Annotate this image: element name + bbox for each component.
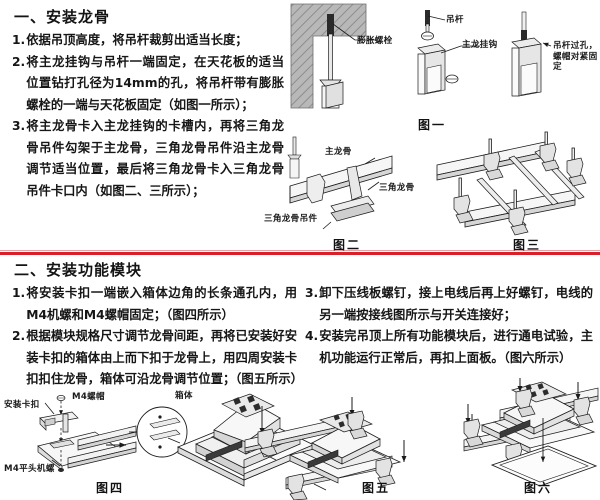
step-text: 将主龙骨卡入主龙挂钩的卡槽内，再将三角龙骨吊件勾架于主龙骨，三角龙骨吊件沿主龙骨… [26,119,284,198]
label-m4-nut: M4螺帽 [72,392,105,402]
list-item: 3. 将主龙骨卡入主龙挂钩的卡槽内，再将三角龙骨吊件勾架于主龙骨，三角龙骨吊件沿… [12,116,284,202]
section-two-steps-right: 3. 卸下压线板螺钉，接上电线后再上好螺钉，电线的另一端按接线图所示与开关连接好… [305,283,593,369]
section-two-title: 二、安装功能模块 [14,261,143,279]
figure-caption-five: 图五 [362,481,391,495]
list-item: 1. 依据吊顶高度，将吊杆裁剪出适当长度； [12,30,284,52]
step-text: 安装完吊顶上所有功能模块后，进行通电试验，主机功能运行正常后，再扣上面板。（图六… [319,329,593,365]
list-item: 2. 将主龙挂钩与吊杆一端固定，在天花板的适当位置钻打孔径为14mm的孔，将吊杆… [12,52,284,117]
step-text: 将安装卡扣一端嵌入箱体边角的长条通孔内，用M4机螺和M4螺帽固定；（图四所示） [26,286,297,322]
label-hanger-rod: 吊杆 [446,15,464,25]
label-triangle-keel: 三角龙骨 [379,183,415,193]
step-text: 依据吊顶高度，将吊杆裁剪出适当长度； [26,33,248,47]
list-item: 3. 卸下压线板螺钉，接上电线后再上好螺钉，电线的另一端按接线图所示与开关连接好… [305,283,593,326]
section-one-title: 一、安装龙骨 [14,8,111,26]
label-expansion-bolt: 膨胀螺栓 [357,36,393,46]
list-item: 1. 将安装卡扣一端嵌入箱体边角的长条通孔内，用M4机螺和M4螺帽固定；（图四所… [12,283,297,326]
figure-four-buckle-exploded [37,395,188,472]
figure-five-box-on-panel [167,393,321,487]
step-number: 1. [12,33,26,47]
list-item: 4. 安装完吊顶上所有功能模块后，进行通电试验，主机功能运行正常后，再扣上面板。… [305,326,593,369]
step-number: 3. [12,119,26,133]
figure-caption-four: 图四 [96,481,125,495]
label-main-keel: 主龙骨 [325,147,352,157]
figure-caption-three: 图三 [513,238,542,252]
label-mounting-buckle: 安装卡扣 [4,400,40,410]
section-one-steps: 1. 依据吊顶高度，将吊杆裁剪出适当长度； 2. 将主龙挂钩与吊杆一端固定，在天… [12,30,284,202]
step-text: 根据模块规格尺寸调节龙骨间距，再将已安装好安装卡扣的箱体由上而下扣于龙骨上，用四… [26,329,303,386]
step-number: 2. [12,329,26,343]
label-box-body: 箱体 [175,391,193,401]
figure-five-module-on-keels [244,397,475,500]
step-number: 4. [305,329,319,343]
step-text: 将主龙挂钩与吊杆一端固定，在天花板的适当位置钻打孔径为14mm的孔，将吊杆带有膨… [26,54,284,112]
figure-one-assembled [511,11,552,97]
figure-caption-one: 图一 [418,118,447,132]
section-two-steps-left: 1. 将安装卡扣一端嵌入箱体边角的长条通孔内，用M4机螺和M4螺帽固定；（图四所… [12,283,303,391]
figure-six-module-with-panel [463,378,599,487]
figure-one-ceiling-corner [290,3,376,109]
divider-hairline [0,250,600,251]
label-rod-through-hole: 吊杆过孔，螺帽对紧固定 [553,41,598,72]
figure-three-keel-grid [436,131,587,236]
figure-caption-two: 图二 [333,238,362,252]
step-text: 卸下压线板螺钉，接上电线后再上好螺钉，电线的另一端按接线图所示与开关连接好； [319,286,593,322]
step-number: 2. [12,54,26,69]
figure-caption-six: 图六 [524,481,553,495]
label-m4-flat-screw: M4平头机螺 [4,464,55,474]
section-divider [0,250,600,255]
list-item: 2. 根据模块规格尺寸调节龙骨间距，再将已安装好安装卡扣的箱体由上而下扣于龙骨上… [12,326,303,391]
step-number: 3. [305,286,319,300]
label-triangle-keel-hanger: 三角龙骨吊件 [264,214,318,224]
label-main-keel-hook: 主龙挂钩 [462,40,498,50]
step-number: 1. [12,286,26,300]
